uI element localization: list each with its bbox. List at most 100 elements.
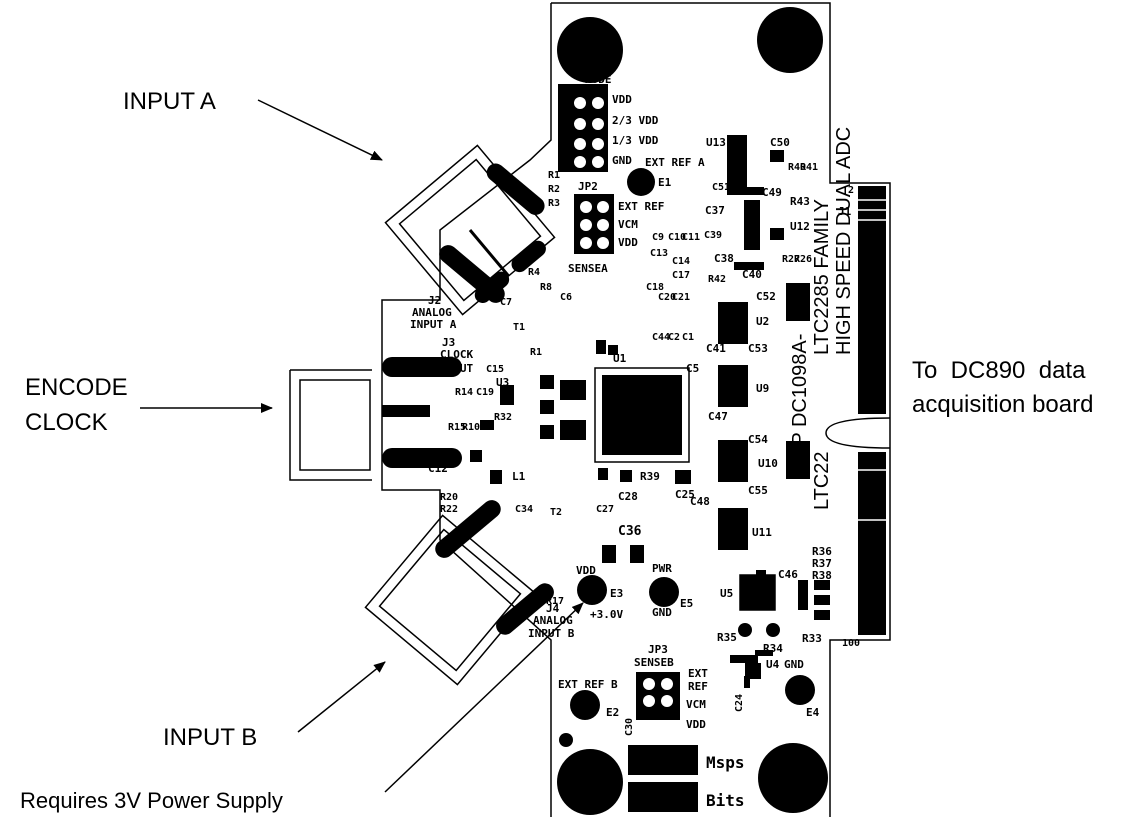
svg-text:T1: T1 <box>513 322 525 333</box>
svg-text:E3: E3 <box>610 587 623 600</box>
callout-input-b: INPUT B <box>163 724 257 751</box>
svg-text:LTC22: LTC22 <box>811 451 833 510</box>
svg-text:C11: C11 <box>682 232 700 243</box>
svg-text:R17: R17 <box>546 596 564 607</box>
svg-text:C41: C41 <box>706 342 726 355</box>
svg-text:C20: C20 <box>658 292 676 303</box>
svg-text:R33: R33 <box>802 632 822 645</box>
e2-testpoint <box>570 690 600 720</box>
svg-text:R10: R10 <box>462 422 480 433</box>
silkscreen-labels: JP1 MODE VDD 2/3 VDD 1/3 VDD GND R1 R2 R… <box>410 60 860 810</box>
svg-text:R36: R36 <box>812 545 832 558</box>
buffer-ics <box>718 283 810 550</box>
svg-text:MODE: MODE <box>585 73 612 86</box>
jp3-header <box>636 672 680 720</box>
svg-text:C19: C19 <box>476 387 494 398</box>
svg-text:E5: E5 <box>680 597 693 610</box>
svg-text:HIGH SPEED DUAL ADC: HIGH SPEED DUAL ADC <box>833 127 855 355</box>
svg-text:R4: R4 <box>528 267 540 278</box>
svg-text:C17: C17 <box>672 270 690 281</box>
svg-text:R20: R20 <box>440 492 458 503</box>
svg-text:U4: U4 <box>766 658 780 671</box>
svg-text:R39: R39 <box>640 470 660 483</box>
svg-text:CLOCK: CLOCK <box>440 348 473 361</box>
svg-text:C38: C38 <box>714 252 734 265</box>
svg-text:R42: R42 <box>708 274 726 285</box>
svg-text:JP3: JP3 <box>648 643 668 656</box>
svg-text:C7: C7 <box>500 297 512 308</box>
bits-box <box>628 782 698 812</box>
svg-text:U3: U3 <box>496 376 509 389</box>
svg-text:R22: R22 <box>440 504 458 515</box>
svg-text:E1: E1 <box>658 176 672 189</box>
svg-text:U11: U11 <box>752 526 772 539</box>
svg-text:Bits: Bits <box>706 791 745 810</box>
svg-text:EXT REF A: EXT REF A <box>645 156 705 169</box>
svg-text:C52: C52 <box>756 290 776 303</box>
svg-text:SENSEA: SENSEA <box>568 262 608 275</box>
svg-text:C49: C49 <box>762 186 782 199</box>
svg-text:INPUT: INPUT <box>440 362 473 375</box>
svg-text:C36: C36 <box>618 524 642 539</box>
svg-text:C5: C5 <box>686 362 699 375</box>
svg-text:C25: C25 <box>675 488 695 501</box>
svg-text:GND: GND <box>784 658 804 671</box>
mounting-hole-bottom-right <box>758 743 828 813</box>
j2-sma-connector <box>384 144 556 316</box>
svg-text:T2: T2 <box>550 507 562 518</box>
msps-box <box>628 745 698 775</box>
svg-text:U9: U9 <box>756 382 769 395</box>
svg-text:R27: R27 <box>782 254 800 265</box>
regulators <box>727 135 784 270</box>
svg-text:EXT REF: EXT REF <box>618 200 664 213</box>
svg-text:R15: R15 <box>448 422 466 433</box>
svg-text:C21: C21 <box>672 292 690 303</box>
svg-text:C13: C13 <box>650 248 668 259</box>
svg-text:C34: C34 <box>515 504 533 515</box>
svg-text:R32: R32 <box>494 412 512 423</box>
j4-sma-connector <box>364 514 536 686</box>
svg-text:C15: C15 <box>486 364 504 375</box>
svg-text:E2: E2 <box>606 706 619 719</box>
svg-text:C18: C18 <box>646 282 664 293</box>
u1-adc-chip <box>594 367 690 463</box>
svg-text:C46: C46 <box>778 568 798 581</box>
svg-text:C28: C28 <box>618 490 638 503</box>
svg-text:C2: C2 <box>668 332 680 343</box>
passive-components <box>470 340 830 688</box>
svg-text:C44: C44 <box>652 332 670 343</box>
svg-text:VCM: VCM <box>618 218 638 231</box>
svg-text:U13: U13 <box>706 136 726 149</box>
svg-text:C1: C1 <box>682 332 694 343</box>
j3-sma-connector <box>289 357 462 481</box>
svg-text:R34: R34 <box>763 642 783 655</box>
svg-text:C12: C12 <box>428 462 448 475</box>
svg-text:C39: C39 <box>704 230 722 241</box>
svg-text:R37: R37 <box>812 557 832 570</box>
svg-text:LTC2285 FAMILY: LTC2285 FAMILY <box>811 199 833 355</box>
svg-text:C37: C37 <box>705 204 725 217</box>
svg-text:C6: C6 <box>560 292 572 303</box>
svg-text:GND: GND <box>652 606 672 619</box>
svg-text:ANALOG: ANALOG <box>412 306 452 319</box>
svg-text:R35: R35 <box>717 631 737 644</box>
svg-text:C47: C47 <box>708 410 728 423</box>
svg-text:J4: J4 <box>546 602 560 615</box>
svg-text:U2: U2 <box>756 315 769 328</box>
svg-text:C27: C27 <box>596 504 614 515</box>
svg-text:SENSEB: SENSEB <box>634 656 674 669</box>
callout-input-a: INPUT A <box>123 88 216 115</box>
svg-text:R3: R3 <box>548 198 560 209</box>
svg-text:2: 2 <box>848 185 854 196</box>
svg-text:EXT REF B: EXT REF B <box>558 678 618 691</box>
svg-text:INPUT A: INPUT A <box>410 318 457 331</box>
svg-text:C48: C48 <box>690 495 710 508</box>
callout-dc890-line2: acquisition board <box>912 391 1093 418</box>
svg-text:INPUT B: INPUT B <box>528 627 575 640</box>
callout-power-supply: Requires 3V Power Supply <box>20 788 283 813</box>
svg-text:J1: J1 <box>838 205 852 218</box>
svg-text:L1: L1 <box>512 470 526 483</box>
e1-testpoint <box>627 168 655 196</box>
svg-text:100: 100 <box>842 638 860 649</box>
